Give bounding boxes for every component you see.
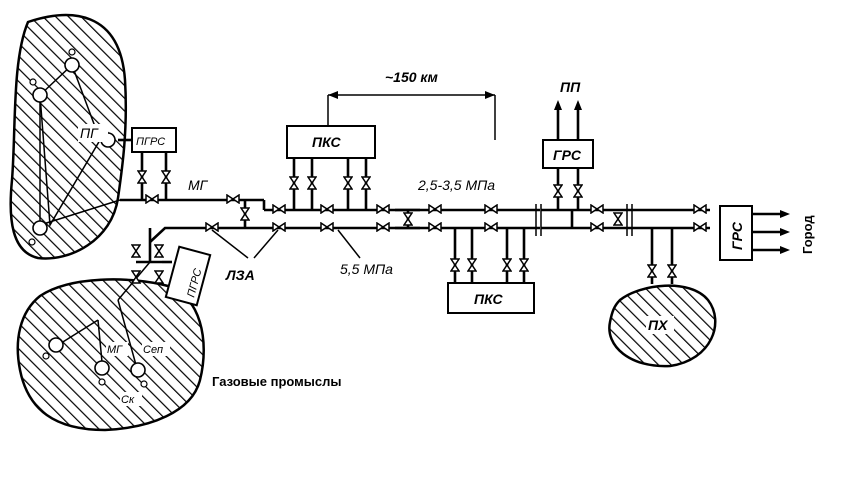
pg-field-label: ПГ [80, 125, 99, 141]
pgrs-station: ПГРС [118, 128, 176, 200]
city-label: Город [800, 215, 815, 254]
grs-top-station: ГРС ПП [543, 79, 593, 210]
grs-top-label: ГРС [553, 147, 582, 163]
px-label: ПХ [648, 317, 669, 333]
underground-storage-px: ПХ [609, 228, 715, 366]
pks-top-station: ПКС [287, 126, 375, 210]
pgrs-label: ПГРС [136, 136, 165, 148]
sep-label: Сеп [143, 344, 163, 356]
pp-label: ПП [560, 79, 581, 95]
grs-city-label: ГРС [729, 221, 745, 250]
mg-label: МГ [188, 177, 209, 193]
pks-top-label: ПКС [312, 134, 341, 150]
gas-field-pg: ПГ [11, 15, 126, 258]
sk-label: Ск [121, 394, 135, 406]
distance-label: ~150 км [385, 69, 439, 85]
lza-label: ЛЗА [225, 267, 255, 283]
pks-bottom-station: ПКС [448, 228, 534, 313]
pressure-low-label: 2,5-3,5 МПа [417, 177, 495, 193]
pipeline-section-3 [541, 204, 710, 236]
gas-fields-label: Газовые промыслы [212, 374, 341, 389]
lza-annotation: ЛЗА [212, 230, 278, 283]
pks-bottom-label: ПКС [474, 291, 503, 307]
pipeline-section-2: 2,5-3,5 МПа [395, 177, 540, 231]
pressure-high-label: 5,5 МПа [340, 261, 393, 277]
mg-small-label: МГ [107, 344, 123, 356]
grs-city-station: ГРС Город [720, 206, 815, 260]
